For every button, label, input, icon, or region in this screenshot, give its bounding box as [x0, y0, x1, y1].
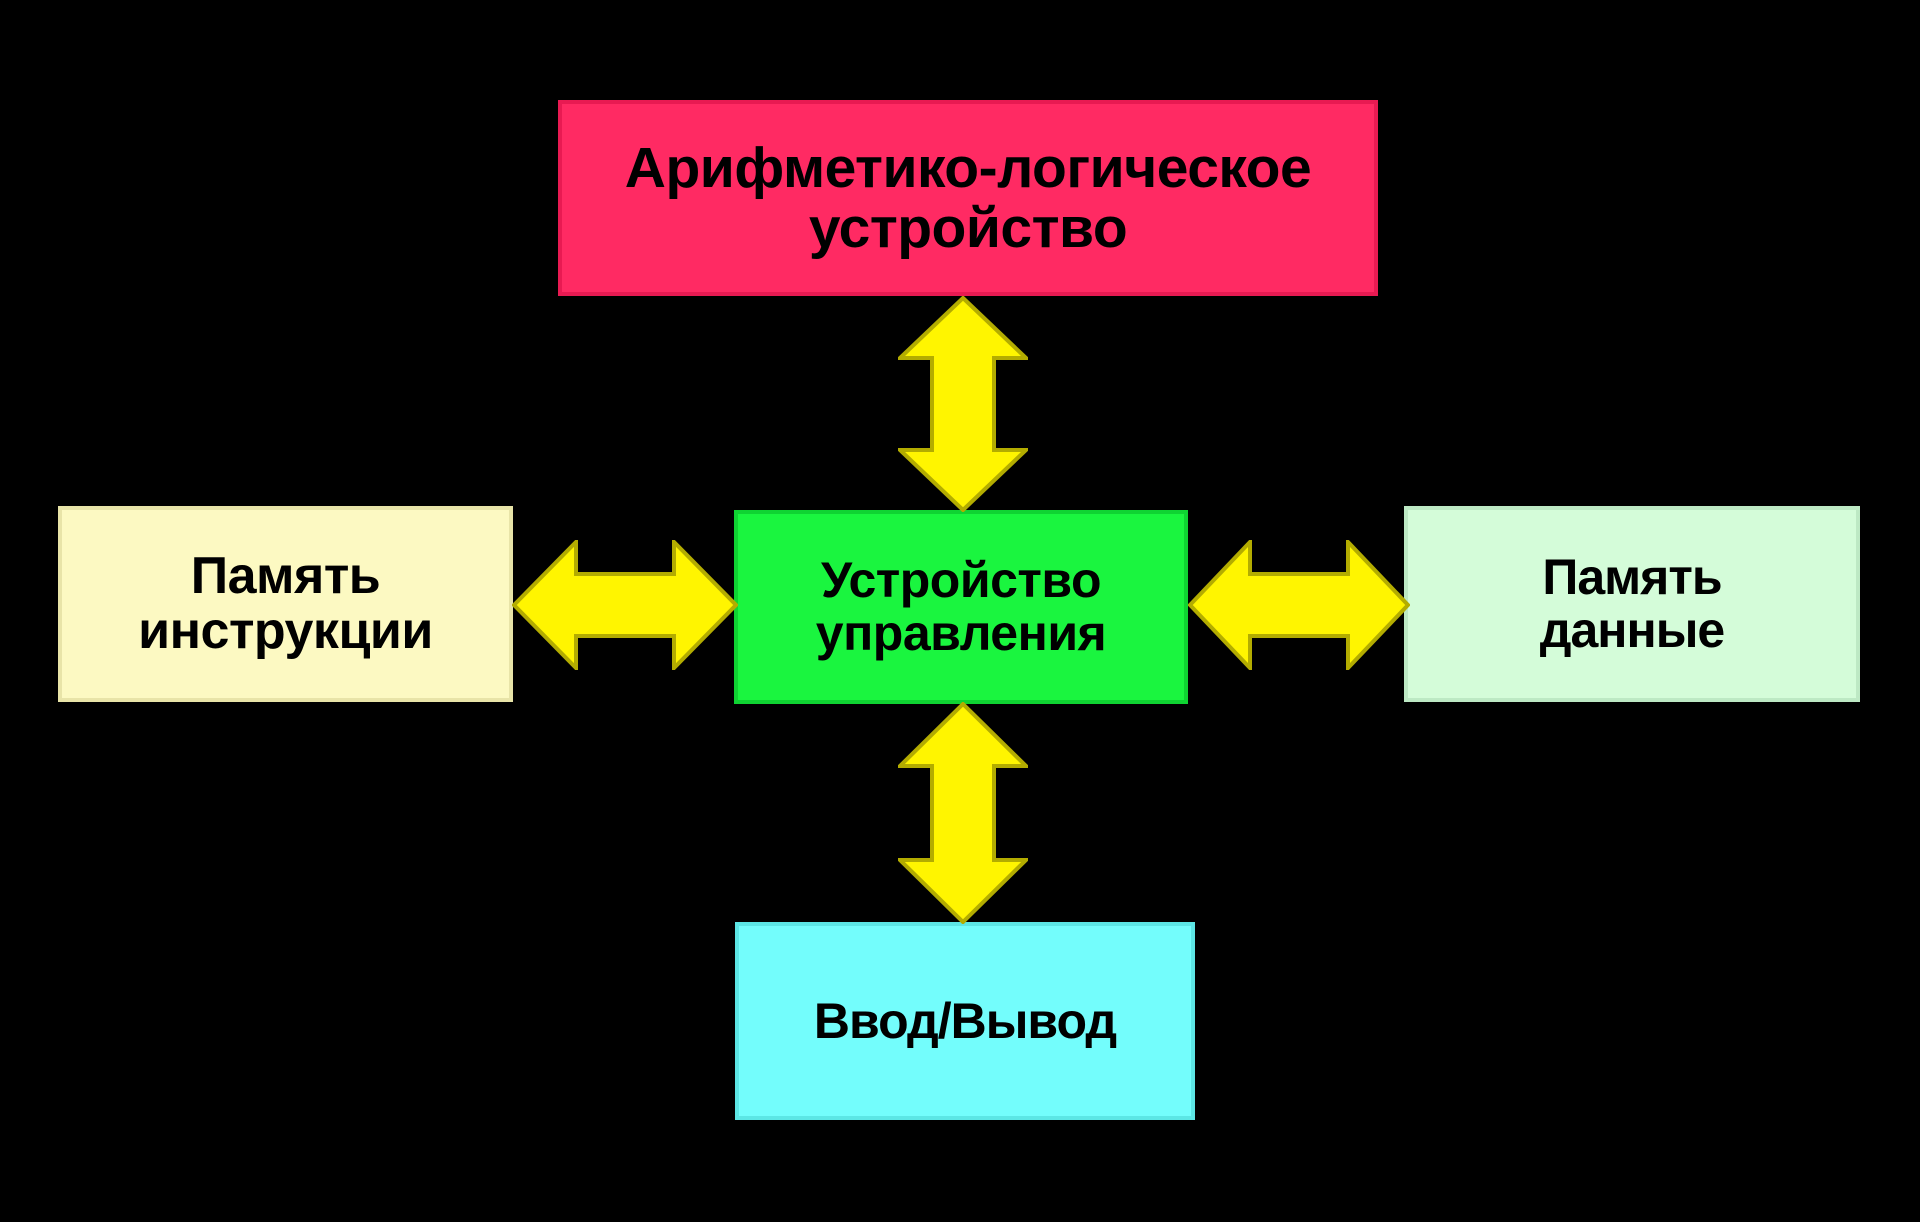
block-input-output[interactable]: Ввод/Вывод [735, 922, 1195, 1120]
double-arrow-control-io-icon [898, 702, 1028, 924]
block-control-unit[interactable]: Устройство управления [734, 510, 1188, 704]
block-data-memory[interactable]: Память данные [1404, 506, 1860, 702]
block-instruction-memory[interactable]: Память инструкции [58, 506, 513, 702]
double-arrow-control-data-memory-icon [1188, 540, 1410, 670]
double-arrow-alu-control-icon [898, 296, 1028, 512]
block-arithmetic-logic-unit[interactable]: Арифметико-логическое устройство [558, 100, 1378, 296]
double-arrow-instruction-memory-control-icon [512, 540, 738, 670]
